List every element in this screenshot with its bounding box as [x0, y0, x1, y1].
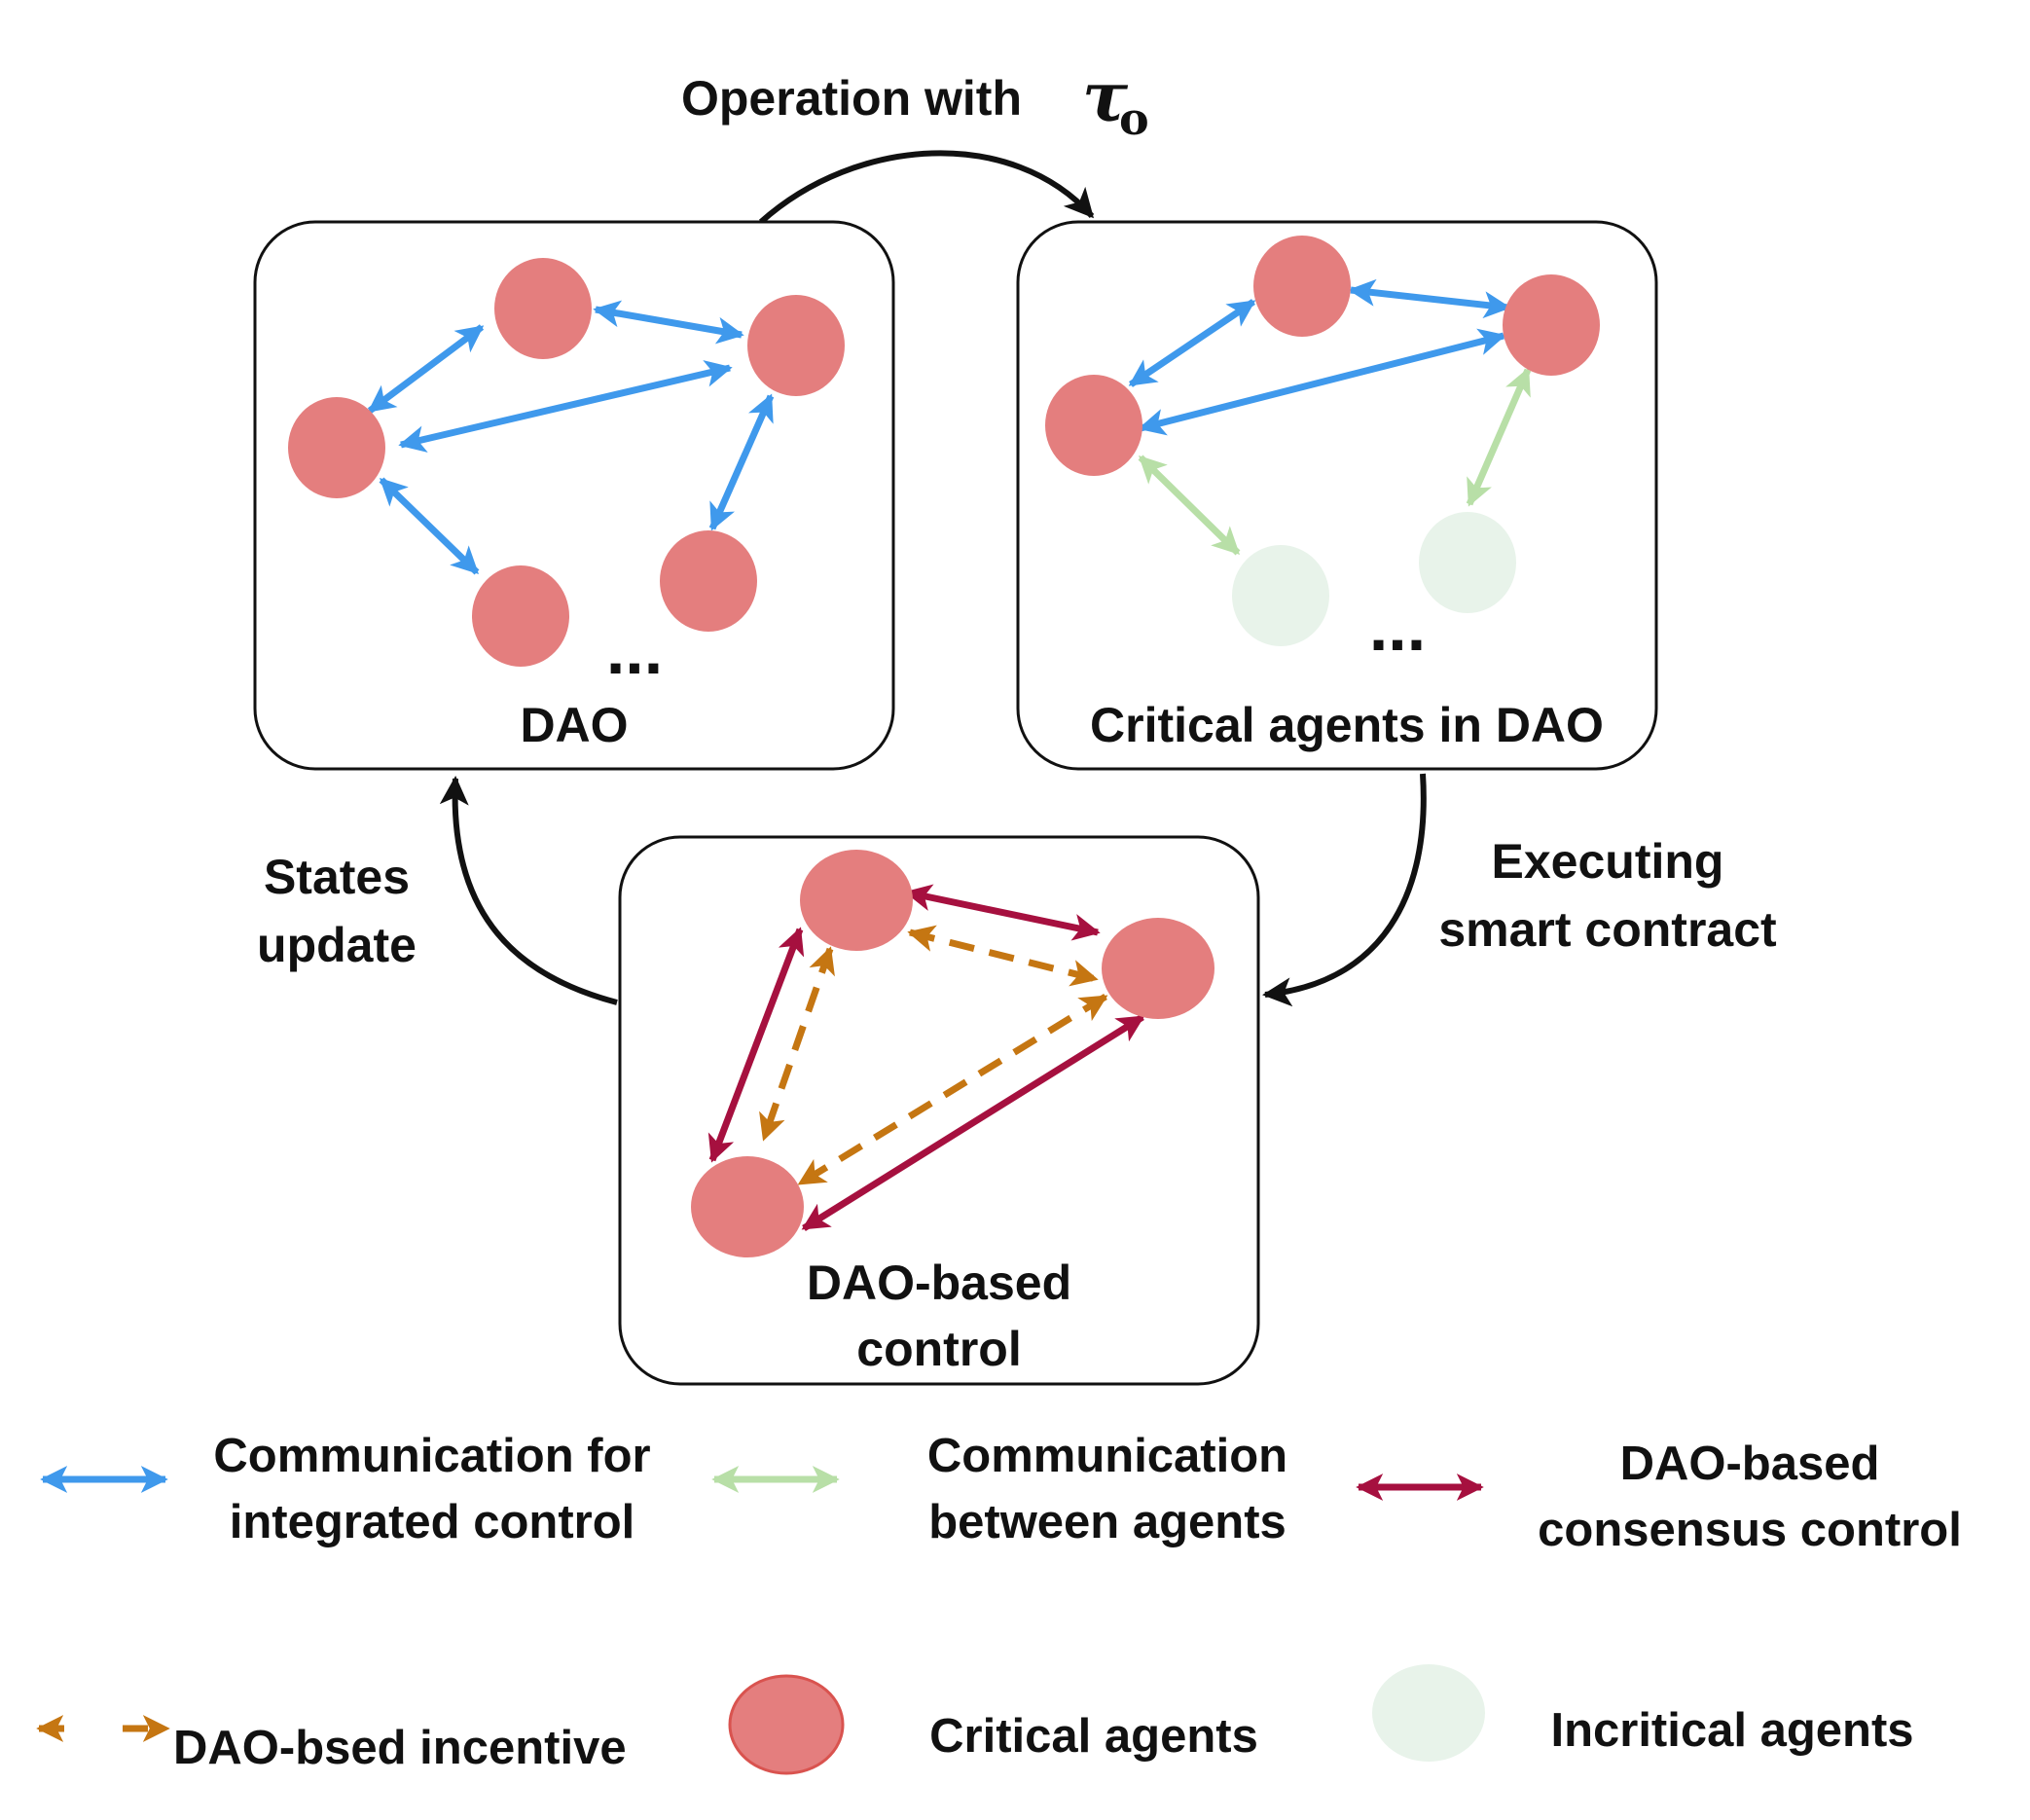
tau-subscript: o [1119, 92, 1149, 145]
critical-agent-node [747, 295, 845, 396]
executing-label-1: Executing [1492, 834, 1724, 889]
agent-comm-link [1138, 455, 1241, 556]
critical-agent-node [494, 258, 592, 359]
operation-label: Operation with [681, 71, 1022, 126]
critical-agent-node [691, 1156, 804, 1257]
dao-panel-label: DAO [520, 698, 628, 752]
integrated-comm-link [708, 393, 775, 531]
critical-agent-node [1253, 236, 1351, 337]
control-panel-label-2: control [856, 1322, 1021, 1376]
critical-agent-node [1045, 375, 1142, 476]
top-flow-label: Operation with τ o [681, 56, 1149, 145]
critical-agent-node [1503, 274, 1600, 376]
executing-label-2: smart contract [1438, 902, 1777, 957]
legend-integrated-label-1: Communication for [213, 1430, 650, 1482]
legend-consensus-label-2: consensus control [1538, 1504, 1962, 1556]
execute-flow-arrow [1262, 773, 1427, 1007]
incritical-agent-node [1232, 545, 1329, 646]
integrated-comm-link [1348, 278, 1511, 319]
legend-integrated-label-2: integrated control [230, 1496, 635, 1548]
legend-incentive-label: DAO-bsed incentive [173, 1722, 627, 1774]
incentive-link [797, 994, 1108, 1186]
states-update-label-1: States [264, 850, 410, 904]
control-panel-label-1: DAO-based [807, 1256, 1071, 1310]
legend-critical-swatch [728, 1674, 845, 1775]
operation-flow-arrow [758, 150, 1095, 225]
legend-incritical-swatch [1372, 1664, 1485, 1762]
update-flow-arrow [439, 776, 618, 1005]
critical-ellipsis: ... [1369, 589, 1426, 665]
incritical-agent-node [1419, 512, 1516, 613]
legend-agents-label-2: between agents [928, 1496, 1287, 1548]
critical-agent-node [800, 850, 913, 951]
legend-critical-label: Critical agents [929, 1710, 1258, 1763]
critical-agent-node [1102, 918, 1214, 1019]
legend: Communication for integrated control Com… [36, 1430, 1962, 1775]
critical-agents-panel: ... Critical agents in DAO [1016, 220, 1658, 771]
integrated-comm-link [593, 300, 744, 345]
incentive-link [907, 925, 1099, 987]
critical-agent-node [660, 530, 757, 632]
critical-agent-node [472, 565, 569, 667]
critical-agent-node [288, 397, 385, 498]
incentive-link [759, 946, 835, 1142]
tau-symbol: τ [1082, 56, 1129, 137]
agent-comm-link [1466, 367, 1532, 507]
integrated-comm-link [1138, 328, 1506, 436]
legend-incritical-label: Incritical agents [1550, 1704, 1913, 1757]
states-update-label-2: update [257, 918, 417, 972]
integrated-comm-link [379, 477, 480, 575]
dao-ellipsis: ... [606, 612, 663, 688]
legend-consensus-label-1: DAO-based [1620, 1438, 1880, 1490]
critical-panel-label: Critical agents in DAO [1090, 698, 1604, 752]
integrated-comm-link [398, 360, 733, 453]
dao-panel: ... DAO [253, 220, 895, 771]
legend-agents-label-1: Communication [927, 1430, 1287, 1482]
dao-control-panel: DAO-based control [618, 835, 1260, 1386]
